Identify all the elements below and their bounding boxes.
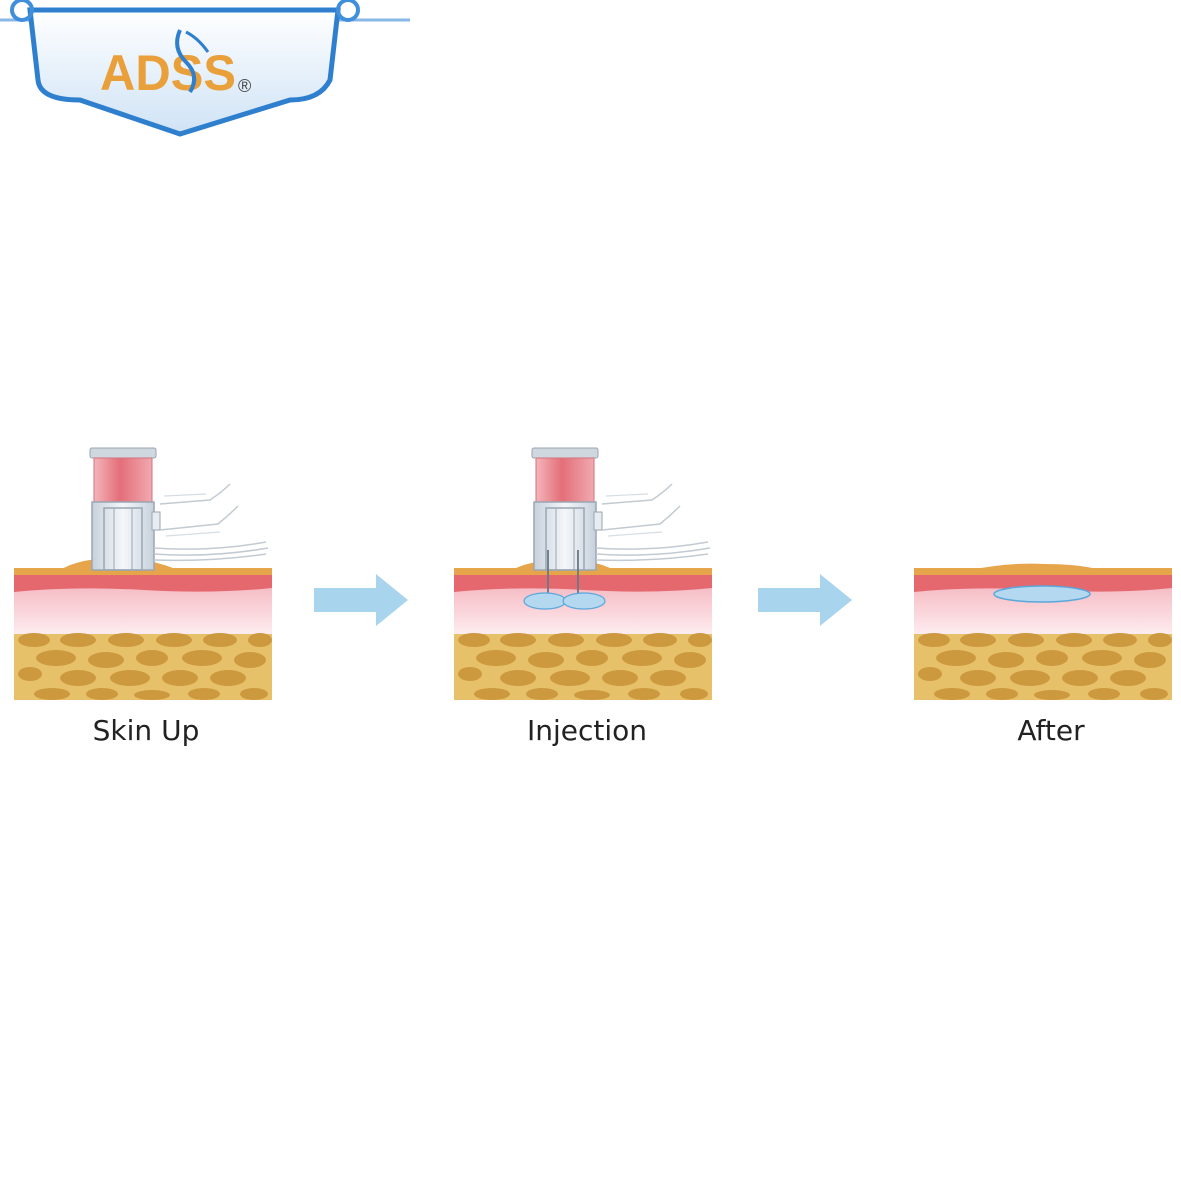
logo-shield — [27, 7, 341, 137]
dispersed-fluid — [993, 585, 1091, 603]
logo-right-ring — [336, 0, 360, 22]
step-label-after: After — [1017, 714, 1085, 747]
step-skin-up — [14, 447, 272, 700]
smoothed-skin-surface — [970, 563, 1100, 570]
step-injection — [454, 447, 712, 700]
step-label-injection: Injection — [526, 714, 648, 747]
step-after — [914, 563, 1172, 700]
injected-fluid-right — [562, 592, 606, 610]
registered-mark: ® — [238, 76, 251, 96]
injected-fluid-left — [523, 592, 567, 610]
brand-logo: ADSS ® — [0, 0, 410, 137]
logo-left-ring — [10, 0, 34, 22]
step-label-skin-up: Skin Up — [92, 714, 200, 747]
woman-silhouette-icon — [175, 29, 210, 94]
skin-cross-section — [454, 568, 712, 700]
suction-device — [89, 447, 269, 571]
procedure-diagram — [14, 447, 1172, 700]
skin-cross-section — [14, 568, 272, 700]
suction-device — [531, 447, 711, 571]
logo-wordmark-a: ADSS — [100, 45, 236, 101]
arrow-right-icon — [314, 574, 408, 626]
arrow-right-icon — [758, 574, 852, 626]
